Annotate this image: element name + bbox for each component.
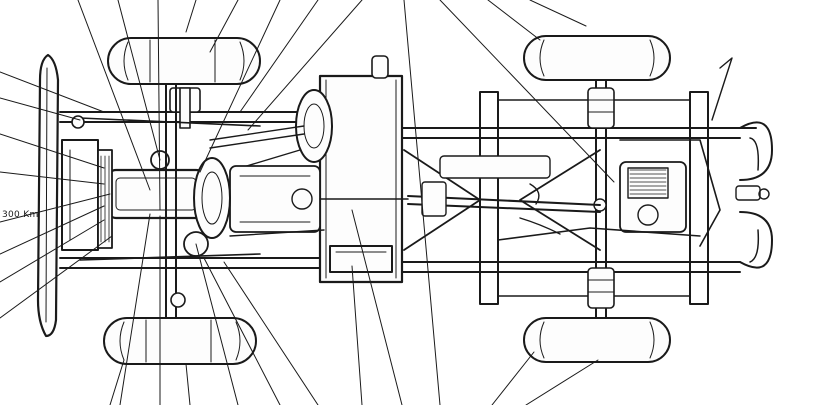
propeller-shaft (407, 155, 601, 235)
front-left-wheel (107, 37, 261, 85)
speedometer-scale-label: 300 Km (2, 210, 39, 220)
rear-axle (587, 79, 615, 319)
radiator (97, 149, 113, 249)
body-tub (318, 55, 404, 284)
rear-right-wheel (523, 317, 671, 363)
chassis-frame (59, 91, 773, 305)
leader-lines (0, 0, 615, 405)
front-bumper (36, 53, 60, 338)
gearbox (229, 165, 409, 233)
front-right-wheel (103, 317, 257, 365)
differential (593, 161, 687, 233)
rear-links (497, 57, 770, 247)
rear-left-wheel (523, 35, 671, 81)
engine-block (106, 87, 231, 257)
steering-assembly (209, 89, 333, 169)
